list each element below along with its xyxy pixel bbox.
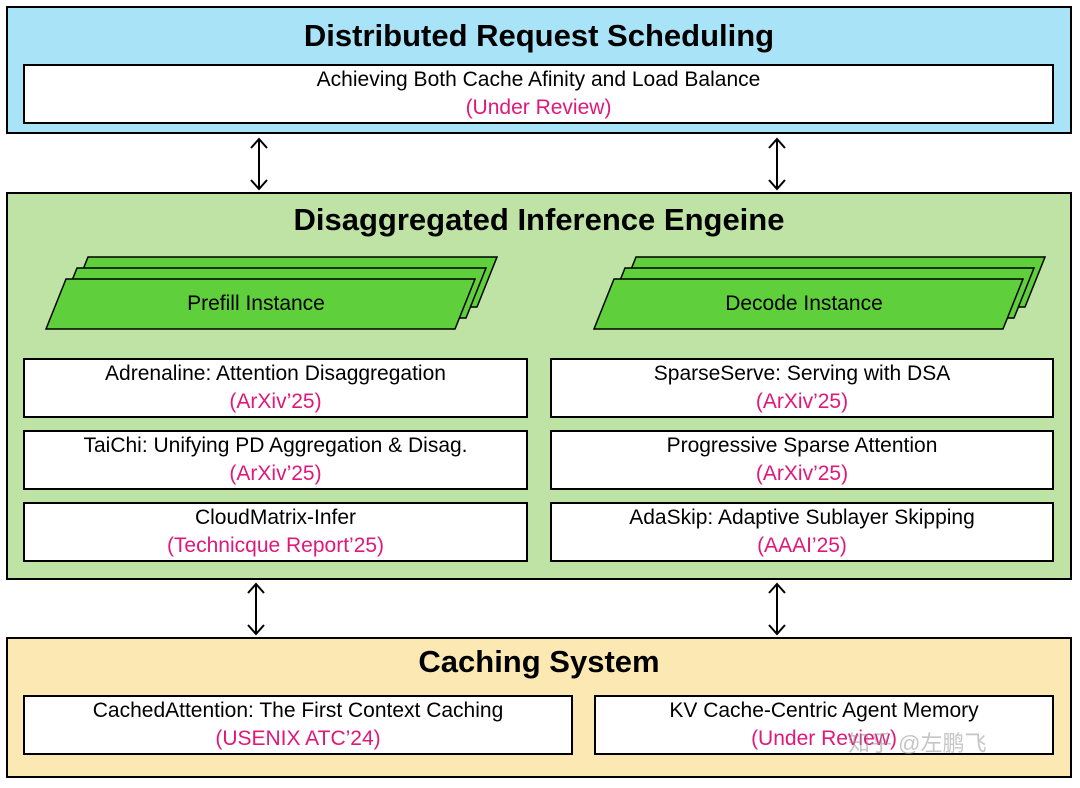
watermark: 知乎 @左鹏飞 [848, 731, 987, 756]
caching-work-box: CachedAttention: The First Context Cachi… [23, 695, 573, 755]
work-venue: (ArXiv’25) [755, 390, 849, 413]
work-venue: (Under Review) [751, 727, 897, 750]
bidirectional-arrow-sched-engine-left [250, 137, 268, 191]
prefill-instance-stack [44, 256, 499, 330]
work-title: Progressive Sparse Attention [666, 434, 938, 457]
caching-work-box: KV Cache-Centric Agent Memory (Under Rev… [594, 695, 1054, 755]
work-title: CloudMatrix-Infer [194, 506, 357, 529]
work-venue: (ArXiv’25) [755, 462, 849, 485]
work-title: TaiChi: Unifying PD Aggregation & Disag. [83, 434, 468, 457]
work-venue: (Technicque Report’25) [166, 534, 385, 557]
bidirectional-arrow-engine-cache-right [768, 582, 786, 636]
work-title: Achieving Both Cache Afinity and Load Ba… [316, 68, 761, 91]
decode-instance-stack [592, 256, 1047, 330]
caching-title: Caching System [418, 644, 660, 679]
bidirectional-arrow-sched-engine-right [768, 137, 786, 191]
decode-work-box: Progressive Sparse Attention (ArXiv’25) [550, 430, 1054, 490]
work-title: CachedAttention: The First Context Cachi… [92, 699, 504, 722]
work-title: Adrenaline: Attention Disaggregation [105, 362, 446, 385]
scheduling-title: Distributed Request Scheduling [303, 18, 775, 53]
decode-work-box: SparseServe: Serving with DSA (ArXiv’25) [550, 358, 1054, 418]
prefill-work-box: Adrenaline: Attention Disaggregation (Ar… [23, 358, 528, 418]
prefill-instance-label: Prefill Instance [187, 292, 325, 315]
work-venue: (Under Review) [465, 96, 612, 119]
decode-instance-label: Decode Instance [725, 292, 883, 315]
work-venue: (AAAI’25) [757, 534, 847, 557]
prefill-work-box: TaiChi: Unifying PD Aggregation & Disag.… [23, 430, 528, 490]
decode-work-box: AdaSkip: Adaptive Sublayer Skipping (AAA… [550, 502, 1054, 562]
engine-title: Disaggregated Inference Engeine [293, 202, 785, 237]
work-venue: (ArXiv’25) [229, 390, 322, 413]
work-title: SparseServe: Serving with DSA [653, 362, 951, 385]
bidirectional-arrow-engine-cache-left [247, 582, 265, 636]
prefill-work-box: CloudMatrix-Infer (Technicque Report’25) [23, 502, 528, 562]
work-venue: (ArXiv’25) [229, 462, 322, 485]
cache-affinity-work-box: Achieving Both Cache Afinity and Load Ba… [23, 64, 1054, 124]
work-venue: (USENIX ATC’24) [215, 727, 381, 750]
work-title: KV Cache-Centric Agent Memory [669, 699, 979, 722]
work-title: AdaSkip: Adaptive Sublayer Skipping [629, 506, 975, 529]
